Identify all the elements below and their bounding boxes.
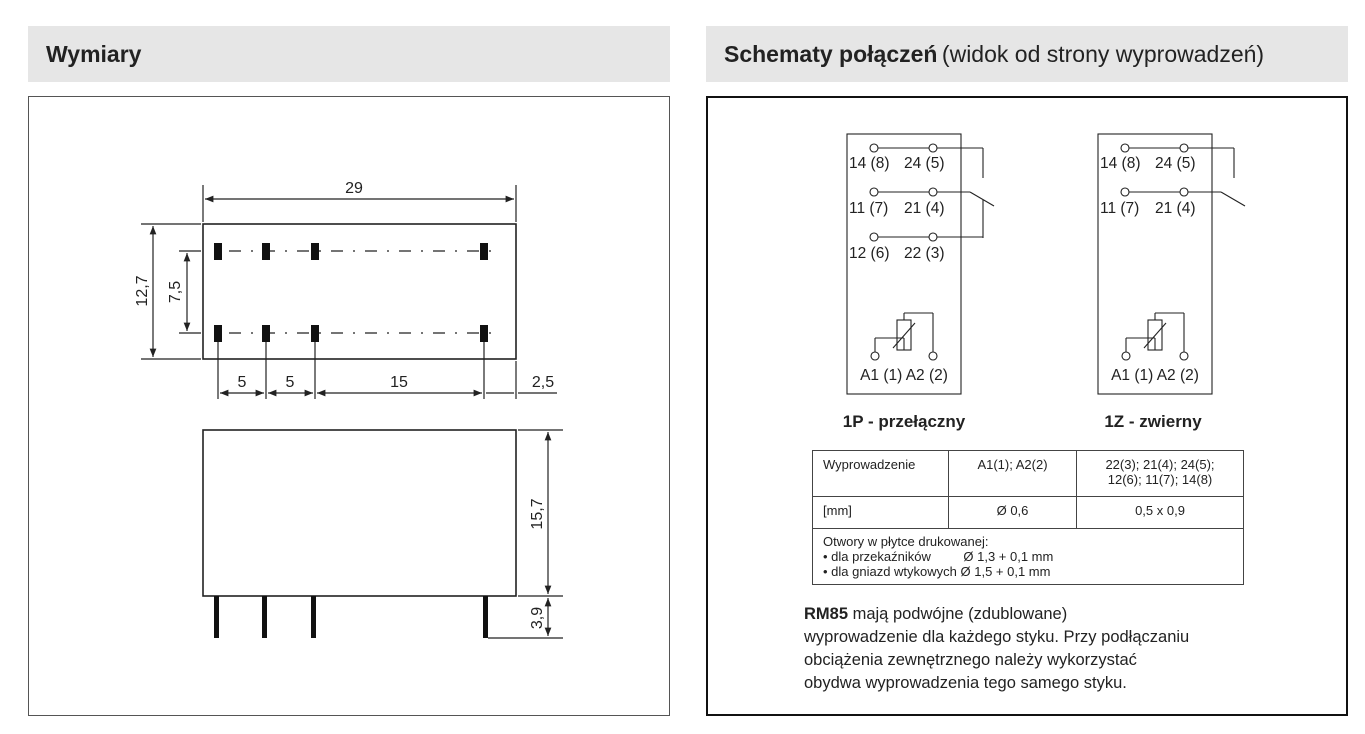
table-cell-contact-size: 0,5 x 0,9 xyxy=(1076,496,1244,529)
dim-pitch-1: 5 xyxy=(238,374,247,391)
dimensions-panel: 29 12,7 7,5 5 5 15 2,5 15,7 3,9 xyxy=(28,96,670,716)
dim-pitch-2: 5 xyxy=(286,374,295,391)
side-view-body xyxy=(202,429,517,597)
pin-lead xyxy=(262,596,267,638)
dim-body-height: 15,7 xyxy=(529,498,546,529)
pin-label-24: 24 (5) xyxy=(904,155,945,172)
dimensions-title: Wymiary xyxy=(46,40,142,67)
pin-label-12: 12 (6) xyxy=(849,245,890,262)
schematic-1z-box xyxy=(1097,133,1213,395)
description-line-1: mają podwójne (zdublowane) xyxy=(848,605,1068,623)
pin-pad xyxy=(311,325,319,342)
dim-pin-length: 3,9 xyxy=(529,607,546,629)
pin-label-14: 14 (8) xyxy=(849,155,890,172)
pin-pad xyxy=(480,243,488,260)
schematics-drawing: 14 (8) 24 (5) 11 (7) 21 (4) 12 (6) 22 (3… xyxy=(843,133,1246,431)
schematics-title: Schematy połączeń xyxy=(724,40,938,67)
dim-width: 29 xyxy=(345,180,363,197)
pin-lead xyxy=(214,596,219,638)
description-line-4: obydwa wyprowadzenia tego samego styku. xyxy=(804,674,1127,692)
pin-pad xyxy=(262,325,270,342)
dim-pin-row-spacing: 7,5 xyxy=(167,281,184,303)
pin-label-21: 21 (4) xyxy=(904,200,945,217)
dim-pitch-3: 15 xyxy=(390,374,408,391)
schematics-panel: 14 (8) 24 (5) 11 (7) 21 (4) 12 (6) 22 (3… xyxy=(706,96,1348,716)
dimensions-header: Wymiary xyxy=(28,26,670,82)
table-cell-note: Otwory w płytce drukowanej: • dla przeka… xyxy=(812,528,1244,585)
coil-label-1z: A1 (1) A2 (2) xyxy=(1111,367,1199,384)
pin-label-14: 14 (8) xyxy=(1100,155,1141,172)
note-line-1: Otwory w płytce drukowanej: xyxy=(823,534,989,549)
note-line-2: • dla przekaźników Ø 1,3 + 0,1 mm xyxy=(823,549,1054,564)
pin-label-21: 21 (4) xyxy=(1155,200,1196,217)
top-view-body xyxy=(202,223,517,360)
note-line-3: • dla gniazd wtykowych Ø 1,5 + 0,1 mm xyxy=(823,564,1051,579)
pin-pad xyxy=(311,243,319,260)
coil-label-1p: A1 (1) A2 (2) xyxy=(860,367,948,384)
caption-1z: 1Z - zwierny xyxy=(1104,412,1202,431)
schematics-header: Schematy połączeń (widok od strony wypro… xyxy=(706,26,1348,82)
table-cell-contacts: 22(3); 21(4); 24(5); 12(6); 11(7); 14(8) xyxy=(1076,450,1244,497)
pin-pad xyxy=(480,325,488,342)
pin-label-24: 24 (5) xyxy=(1155,155,1196,172)
table-row: Wyprowadzenie A1(1); A2(2) 22(3); 21(4);… xyxy=(812,450,1244,497)
table-cell-label: Wyprowadzenie xyxy=(812,450,949,497)
schematics-subtitle: (widok od strony wyprowadzeń) xyxy=(941,40,1265,67)
contacts-line-1: 22(3); 21(4); 24(5); xyxy=(1105,457,1215,472)
schematic-1p-box xyxy=(846,133,962,395)
table-cell-coil-diameter: Ø 0,6 xyxy=(948,496,1077,529)
dim-height-total: 12,7 xyxy=(134,275,151,306)
table-cell-coil: A1(1); A2(2) xyxy=(948,450,1077,497)
pin-pad xyxy=(262,243,270,260)
description-bold: RM85 xyxy=(804,605,849,623)
description-line-3: obciążenia zewnętrznego należy wykorzyst… xyxy=(804,651,1137,669)
caption-1p: 1P - przełączny xyxy=(843,412,966,431)
pin-pad xyxy=(214,243,222,260)
contacts-line-2: 12(6); 11(7); 14(8) xyxy=(1107,472,1213,487)
dim-offset-right: 2,5 xyxy=(532,374,554,391)
description-line-2: wyprowadzenie dla każdego styku. Przy po… xyxy=(804,628,1190,646)
pin-label-11: 11 (7) xyxy=(1100,200,1139,217)
table-row: Otwory w płytce drukowanej: • dla przeka… xyxy=(812,528,1244,585)
description-text: RM85 mają podwójne (zdublowane) wyprowad… xyxy=(804,603,1304,695)
pin-lead xyxy=(311,596,316,638)
pin-label-11: 11 (7) xyxy=(849,200,888,217)
pin-pad xyxy=(214,325,222,342)
dimension-drawing: 29 12,7 7,5 5 5 15 2,5 15,7 3,9 xyxy=(134,180,563,639)
pin-lead xyxy=(483,596,488,638)
table-cell-unit: [mm] xyxy=(812,496,949,529)
table-row: [mm] Ø 0,6 0,5 x 0,9 xyxy=(812,496,1244,529)
pin-label-22: 22 (3) xyxy=(904,245,945,262)
pin-spec-table: Wyprowadzenie A1(1); A2(2) 22(3); 21(4);… xyxy=(812,450,1244,585)
